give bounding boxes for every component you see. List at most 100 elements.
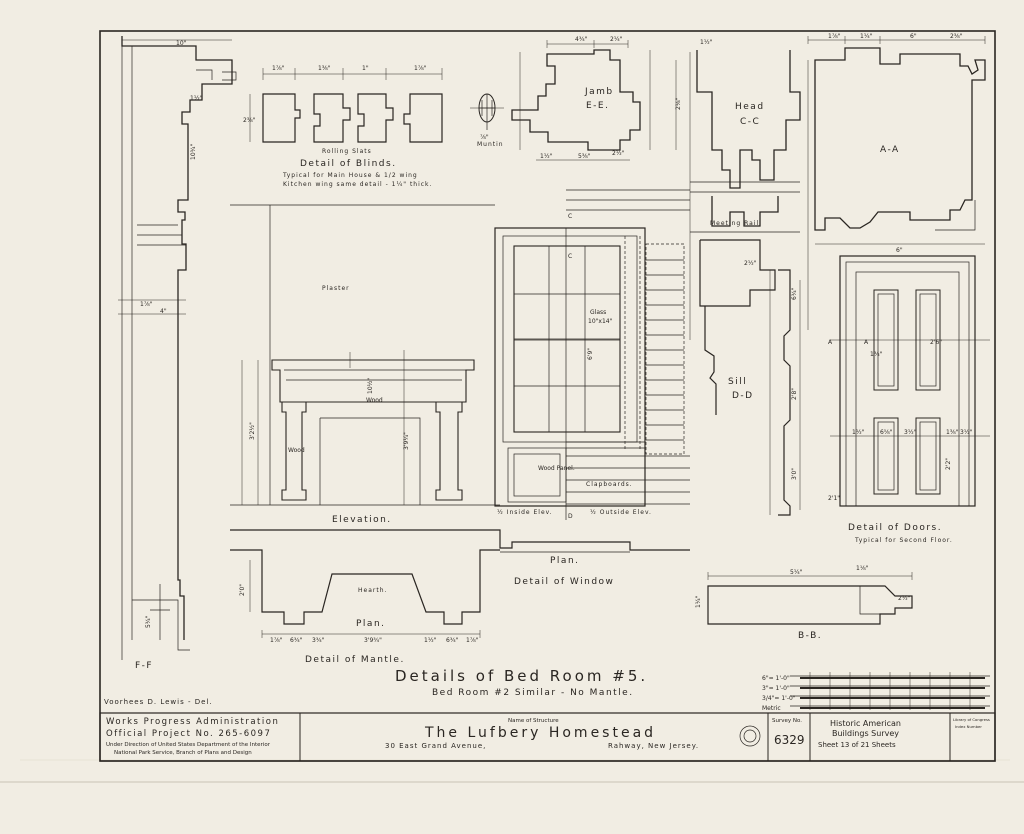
- svg-text:10": 10": [176, 40, 187, 47]
- detail-doors-title: Detail of Doors.: [848, 523, 942, 533]
- outside-elev-label: ½ Outside Elev.: [590, 509, 652, 516]
- svg-text:2½": 2½": [898, 595, 911, 602]
- svg-text:C: C: [568, 213, 572, 220]
- svg-text:2⅛": 2⅛": [675, 97, 682, 110]
- section-ff-drawing: 10" 1½" 10¾" 1⅞" 4" 5¾": [118, 36, 237, 660]
- blinds-detail-drawing: 1⅞" 1⅜" 1" 1⅞" 2⅜": [243, 65, 443, 143]
- agency-name: Works Progress Administration: [106, 717, 279, 727]
- svg-text:A: A: [864, 339, 869, 346]
- structure-name-label: Name of Structure: [508, 718, 559, 724]
- head-label: Head: [735, 102, 765, 112]
- glass-size-label: 10"x14": [588, 318, 613, 325]
- svg-text:2'0": 2'0": [239, 584, 246, 596]
- svg-text:2¼": 2¼": [610, 36, 623, 43]
- svg-text:6": 6": [910, 33, 917, 40]
- svg-text:2'6": 2'6": [930, 339, 942, 346]
- scale-row-4: Metric: [762, 705, 781, 712]
- section-aa-label: A-A: [880, 145, 900, 155]
- survey-number: 6329: [774, 733, 805, 747]
- svg-text:2⅜": 2⅜": [243, 117, 256, 124]
- svg-text:3'0": 3'0": [791, 468, 798, 480]
- structure-address: 30 East Grand Avenue,: [385, 742, 486, 750]
- sill-label: Sill: [728, 377, 747, 387]
- svg-text:3'2½": 3'2½": [249, 422, 256, 440]
- svg-text:D: D: [568, 513, 573, 520]
- door-elevation-drawing: A A 1½" 6⅝" 3½" 1⅜" 3½" 1¾" 2'6" 2'2" 2'…: [828, 255, 990, 507]
- survey-number-label: Survey No.: [772, 718, 802, 724]
- index-label: Index Number: [955, 724, 982, 729]
- svg-text:1⅞": 1⅞": [140, 301, 153, 308]
- blinds-note-2: Kitchen wing same detail - 1¼" thick.: [283, 181, 432, 188]
- svg-text:A: A: [828, 339, 833, 346]
- muntin-label: Muntin: [477, 141, 504, 148]
- habs-line-2: Buildings Survey: [832, 729, 899, 738]
- svg-text:4¾": 4¾": [575, 36, 588, 43]
- scale-bar-graphic: [790, 672, 990, 710]
- svg-text:10½": 10½": [367, 378, 374, 394]
- svg-text:1⅞": 1⅞": [272, 65, 285, 72]
- svg-text:Wood: Wood: [366, 397, 383, 404]
- svg-text:1⅜": 1⅜": [946, 429, 959, 436]
- delineator-credit: Voorhees D. Lewis - Del.: [104, 698, 213, 706]
- svg-text:1¼": 1¼": [695, 595, 702, 608]
- svg-text:10¾": 10¾": [190, 144, 197, 160]
- plaster-label: Plaster: [322, 285, 350, 292]
- section-ff-label: F-F: [135, 661, 153, 671]
- svg-text:1⅞": 1⅞": [270, 637, 283, 644]
- svg-text:1½": 1½": [424, 637, 437, 644]
- head-meeting-rail-sill-drawing: 1½" 2⅛" 2½": [675, 39, 809, 415]
- svg-text:6'9": 6'9": [587, 348, 594, 360]
- svg-text:6¾": 6¾": [290, 637, 303, 644]
- title-block-frame: [99, 712, 996, 762]
- section-bb-label: B-B.: [798, 631, 822, 641]
- svg-text:2½": 2½": [612, 150, 625, 157]
- blinds-title: Detail of Blinds.: [300, 159, 397, 169]
- svg-text:3'9¼": 3'9¼": [403, 432, 410, 450]
- svg-text:2'1": 2'1": [828, 495, 840, 502]
- detail-mantle-title: Detail of Mantle.: [305, 655, 405, 665]
- svg-text:1½": 1½": [852, 429, 865, 436]
- library-label: Library of Congress: [953, 717, 990, 722]
- window-elevation-drawing: C C D 6'9": [494, 189, 690, 520]
- svg-text:5¼": 5¼": [790, 569, 803, 576]
- inside-elev-label: ½ Inside Elev.: [497, 509, 553, 516]
- svg-text:2⅜": 2⅜": [950, 33, 963, 40]
- svg-text:2½": 2½": [744, 260, 757, 267]
- doors-note: Typical for Second Floor.: [854, 537, 953, 544]
- svg-text:3¾": 3¾": [312, 637, 325, 644]
- sill-section-label: D-D: [732, 391, 754, 401]
- door-casing-profile-drawing: 6¾" 2'8" 3'0": [769, 269, 801, 516]
- blinds-note-1: Typical for Main House & 1/2 wing: [282, 172, 418, 179]
- svg-text:6⅝": 6⅝": [880, 429, 893, 436]
- direction-line-1: Under Direction of United States Departm…: [106, 742, 271, 748]
- jamb-section-label: E-E.: [586, 101, 609, 111]
- glass-label: Glass: [590, 309, 606, 316]
- svg-text:6": 6": [896, 247, 903, 254]
- svg-text:6¾": 6¾": [791, 287, 798, 300]
- hearth-label: Hearth.: [358, 587, 387, 594]
- scale-row-2: 3"= 1'-0": [762, 685, 790, 692]
- sheet-number: Sheet 13 of 21 Sheets: [818, 741, 896, 749]
- rolling-slats-label: Rolling Slats: [322, 148, 372, 155]
- svg-text:2'8": 2'8": [791, 388, 798, 400]
- svg-text:C: C: [568, 253, 572, 260]
- project-number: Official Project No. 265-6097: [106, 729, 271, 739]
- svg-text:2'2": 2'2": [945, 458, 952, 470]
- muntin-drawing: ⅞": [470, 93, 504, 141]
- svg-text:Wood: Wood: [288, 447, 305, 454]
- main-title: Details of Bed Room #5.: [395, 667, 648, 685]
- mantle-plan-label: Plan.: [356, 619, 386, 629]
- svg-text:1⅜": 1⅜": [318, 65, 331, 72]
- svg-text:6¾": 6¾": [446, 637, 459, 644]
- svg-text:1½": 1½": [190, 95, 203, 102]
- mantle-plan-drawing: 1⅞" 6¾" 3¾" 3'9¾" 1½" 6¾" 1⅞" 2'0": [230, 529, 690, 644]
- svg-text:1¾": 1¾": [870, 351, 883, 358]
- detail-window-title: Detail of Window: [514, 577, 614, 587]
- scale-row-1: 6"= 1'-0": [762, 675, 790, 682]
- svg-text:5⅜": 5⅜": [578, 153, 591, 160]
- elevation-label: Elevation.: [332, 515, 392, 525]
- svg-text:1¼": 1¼": [860, 33, 873, 40]
- svg-text:1⅞": 1⅞": [828, 33, 841, 40]
- svg-text:3½": 3½": [904, 429, 917, 436]
